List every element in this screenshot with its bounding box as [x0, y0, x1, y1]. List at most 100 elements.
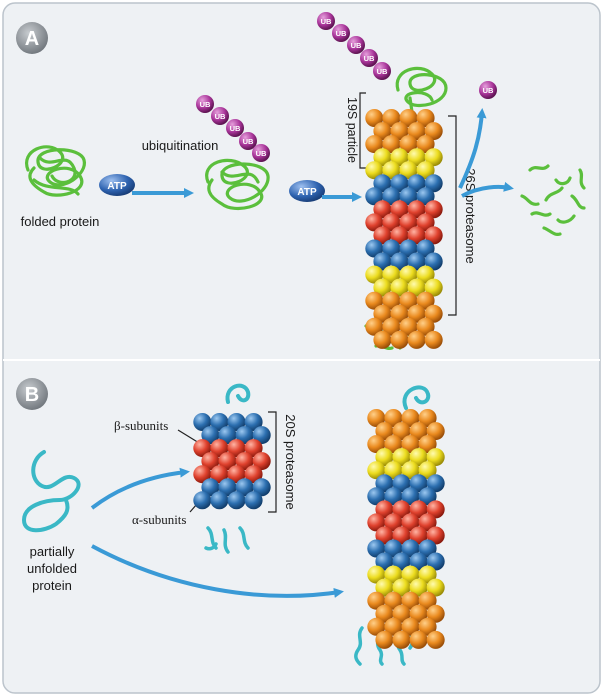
yellow-subunit	[424, 278, 443, 297]
red-subunit	[193, 465, 212, 484]
ubiquitinated-protein-icon	[205, 158, 270, 211]
blue-subunit	[399, 239, 418, 258]
yellow-subunit	[375, 448, 394, 467]
orange-subunit	[418, 617, 437, 636]
orange-subunit	[401, 591, 420, 610]
orange-subunit	[365, 109, 384, 127]
arrow-b-to-20s	[90, 467, 190, 510]
red-subunit	[401, 513, 420, 532]
proteasome-26s-b-stack	[367, 409, 445, 649]
blue-subunit	[409, 474, 428, 493]
red-subunit	[424, 200, 443, 219]
blue-subunit	[407, 252, 426, 271]
peptides-20s-exit	[204, 526, 250, 554]
svg-text:UB: UB	[230, 124, 241, 133]
atp-badge-1: ATP	[99, 174, 135, 196]
orange-subunit	[418, 435, 437, 454]
red-subunit	[227, 465, 246, 484]
blue-subunit	[418, 487, 437, 506]
orange-subunit	[365, 291, 384, 310]
red-subunit	[218, 452, 237, 471]
red-subunit	[367, 513, 386, 532]
red-subunit	[392, 526, 411, 545]
red-subunit	[375, 526, 394, 545]
orange-subunit	[416, 135, 435, 154]
red-subunit	[399, 213, 418, 232]
peptide-hook-20s	[225, 383, 251, 404]
blue-subunit	[424, 252, 443, 271]
yellow-subunit	[382, 265, 401, 284]
orange-subunit	[392, 630, 411, 649]
orange-subunit	[401, 435, 420, 454]
yellow-subunit	[390, 148, 409, 167]
yellow-subunit	[401, 461, 420, 480]
orange-subunit	[418, 409, 437, 427]
red-subunit	[373, 200, 392, 219]
yellow-subunit	[416, 161, 435, 180]
orange-subunit	[401, 617, 420, 636]
orange-subunit	[390, 330, 409, 349]
blue-subunit	[392, 552, 411, 571]
yellow-subunit	[365, 265, 384, 284]
yellow-subunit	[399, 161, 418, 180]
red-subunit	[210, 439, 229, 458]
red-subunit	[193, 439, 212, 458]
orange-subunit	[426, 604, 445, 623]
folded-protein-icon	[25, 145, 86, 197]
blue-subunit	[384, 539, 403, 558]
orange-subunit	[373, 330, 392, 349]
orange-subunit	[426, 422, 445, 441]
red-subunit	[418, 513, 437, 532]
partially-unfolded-label-1: partially	[30, 544, 75, 559]
alpha-subunits-label: α-subunits	[132, 512, 186, 527]
red-subunit	[409, 526, 428, 545]
yellow-subunit	[392, 578, 411, 597]
red-subunit	[384, 513, 403, 532]
yellow-subunit	[367, 461, 386, 480]
proteasome-26s-stack	[365, 109, 443, 349]
orange-subunit	[426, 630, 445, 649]
blue-subunit	[193, 491, 212, 510]
svg-text:UB: UB	[351, 41, 362, 50]
yellow-subunit	[401, 565, 420, 584]
orange-subunit	[384, 435, 403, 454]
svg-text:UB: UB	[377, 67, 388, 76]
blue-subunit	[373, 252, 392, 271]
yellow-subunit	[392, 448, 411, 467]
partially-unfolded-label-3: protein	[32, 578, 72, 593]
blue-subunit	[416, 187, 435, 206]
beta-subunits-label: β-subunits	[114, 418, 168, 433]
blue-subunit	[390, 252, 409, 271]
yellow-subunit	[373, 278, 392, 297]
atp-badge-2: ATP	[289, 180, 325, 202]
partially-unfolded-protein-icon	[21, 450, 81, 533]
yellow-subunit	[409, 448, 428, 467]
released-ub: UB	[479, 81, 497, 99]
orange-subunit	[384, 591, 403, 610]
blue-subunit	[227, 413, 246, 431]
blue-subunit	[401, 487, 420, 506]
arrow-ub-release	[458, 108, 487, 189]
blue-subunit	[418, 539, 437, 558]
bracket-26s	[448, 115, 457, 316]
red-subunit	[392, 500, 411, 519]
peptide-hook-26s	[402, 385, 431, 410]
blue-subunit	[252, 478, 271, 497]
yellow-subunit	[382, 161, 401, 180]
red-subunit	[407, 226, 426, 245]
blue-subunit	[390, 174, 409, 193]
orange-subunit	[416, 109, 435, 127]
folded-protein-label: folded protein	[21, 214, 100, 229]
orange-subunit	[373, 304, 392, 323]
yellow-subunit	[407, 148, 426, 167]
blue-subunit	[382, 187, 401, 206]
red-subunit	[244, 439, 263, 458]
blue-subunit	[401, 539, 420, 558]
red-subunit	[407, 200, 426, 219]
blue-subunit	[375, 474, 394, 493]
orange-subunit	[367, 617, 386, 636]
orange-subunit	[367, 409, 386, 427]
red-subunit	[375, 500, 394, 519]
orange-subunit	[399, 317, 418, 336]
